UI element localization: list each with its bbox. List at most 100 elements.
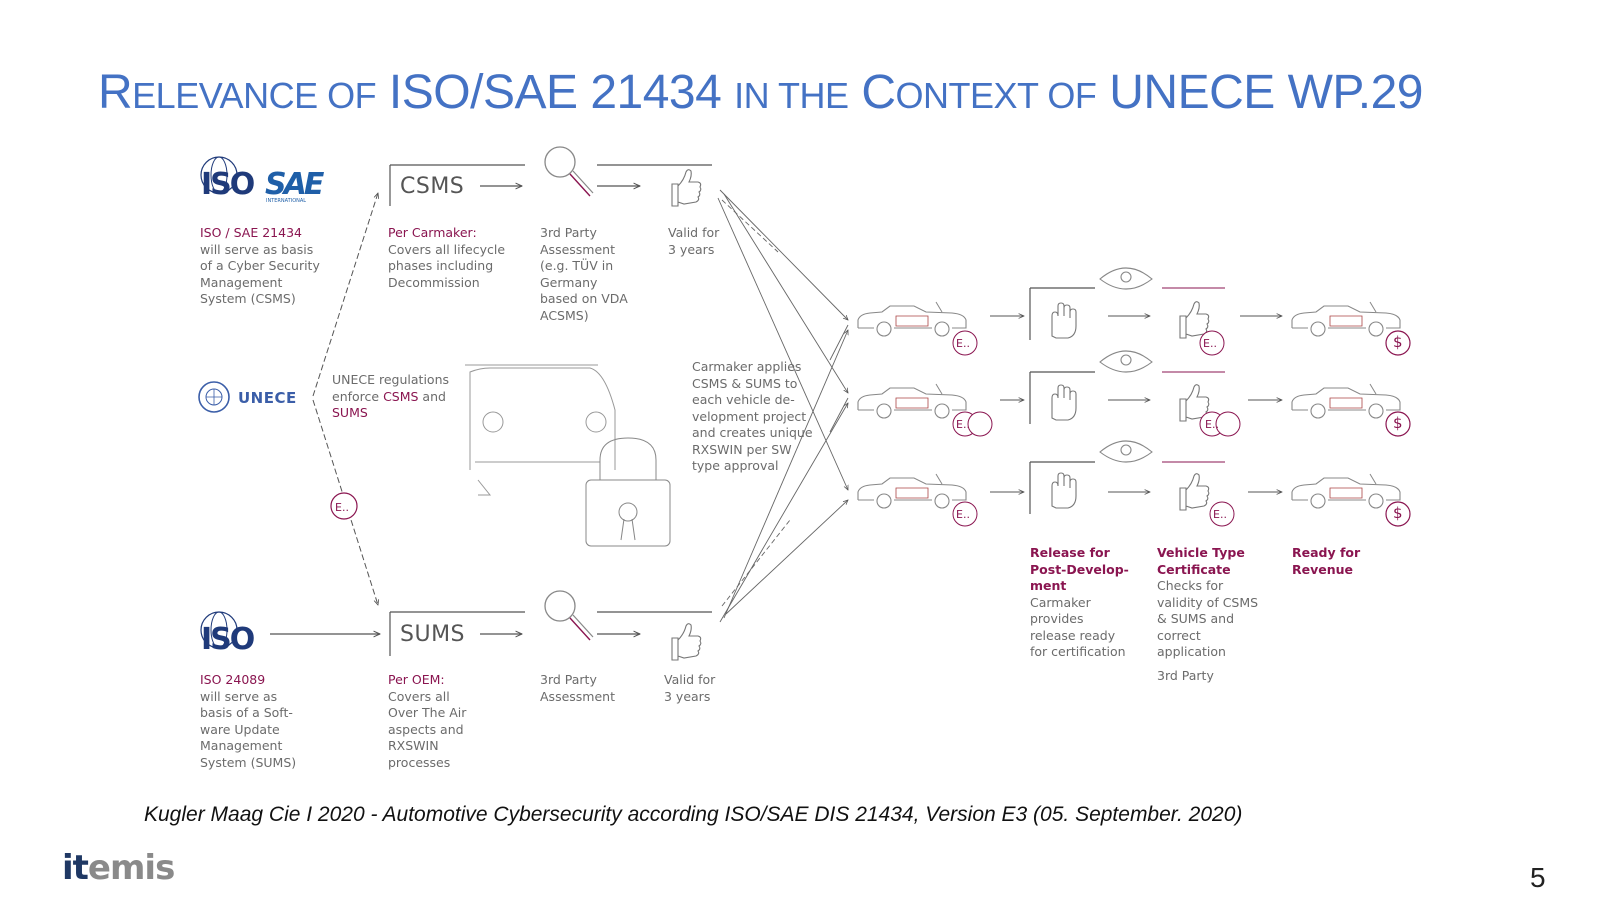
- csms-valid-line: 3 years: [668, 241, 715, 257]
- sums-desc-line: Over The Air: [388, 705, 467, 720]
- iso-bottom-logo: ISO: [201, 622, 255, 657]
- title-part: C: [861, 66, 896, 119]
- sums-assessment-line: 3rd Party: [540, 672, 597, 687]
- dollar-icon: $: [1393, 504, 1403, 522]
- unece-sums: SUMS: [332, 405, 368, 420]
- sums-desc-line: Covers all: [388, 688, 450, 704]
- e-mark-text: E..: [1203, 337, 1217, 350]
- logo-part: it: [62, 848, 89, 888]
- sums-label: SUMS: [400, 622, 466, 647]
- carmaker-line: each vehicle de-: [692, 392, 795, 407]
- vehicle-type-line: Checks for: [1157, 578, 1224, 593]
- ready-line: Revenue: [1292, 561, 1354, 577]
- carmaker-line: type approval: [692, 458, 779, 473]
- carmaker-line: and creates unique: [692, 425, 813, 440]
- unece-line: UNECE regulations: [332, 372, 449, 387]
- csms-label: CSMS: [400, 174, 465, 199]
- iso21434-line: will serve as basis: [200, 241, 314, 257]
- csms-assessment-line: Germany: [540, 274, 598, 290]
- csms-assessment: 3rd Party Assessment (e.g. TÜV in German…: [540, 225, 628, 324]
- carmaker-line: velopment project: [692, 408, 807, 424]
- csms-desc-line: Decommission: [388, 274, 480, 290]
- sums-desc: Per OEM: Covers all Over The Air aspects…: [388, 672, 466, 771]
- sae-logo-sub: INTERNATIONAL: [266, 198, 307, 204]
- csms-valid-line: Valid for: [668, 225, 720, 240]
- release-line: Post-Develop-: [1030, 561, 1129, 577]
- csms-magnifier-icon: [544, 146, 594, 197]
- sums-desc-line: Per OEM:: [388, 672, 445, 687]
- csms-desc-line: phases including: [388, 258, 494, 273]
- iso24089-line: System (SUMS): [200, 754, 297, 770]
- sums-desc-line: aspects and: [388, 721, 464, 737]
- vehicle-type-line: Vehicle Type: [1157, 545, 1245, 560]
- page-number: 5: [1530, 862, 1546, 893]
- iso24089-line: will serve as: [200, 688, 278, 704]
- title-part: IN THE: [734, 75, 849, 116]
- e-mark-text: E..: [1205, 418, 1219, 431]
- unece-text: UNECE regulations enforce CSMS and SUMS: [332, 372, 449, 422]
- iso21434-line: System (CSMS): [200, 291, 296, 306]
- release-line: Carmaker: [1030, 594, 1091, 610]
- e-mark-text: E..: [956, 418, 970, 431]
- slide-title: RELEVANCE OF ISO/SAE 21434 IN THE CONTEX…: [98, 64, 1478, 125]
- sae-logo: SAE: [265, 167, 324, 202]
- e-mark-left-badge: [330, 492, 358, 520]
- e-mark-text: E..: [1213, 508, 1227, 521]
- title-part: UNECE WP.29: [1109, 66, 1423, 119]
- title-part: ELEVANCE OF: [132, 75, 377, 116]
- iso24089-line: basis of a Soft-: [200, 705, 293, 720]
- vehicle-row-3: [857, 440, 1411, 527]
- release-line: ment: [1030, 578, 1067, 593]
- csms-box: [389, 164, 712, 206]
- csms-assessment-line: Assessment: [540, 241, 615, 257]
- csms-desc: Per Carmaker: Covers all lifecycle phase…: [388, 225, 505, 291]
- sums-thumbs-up-icon: [671, 623, 702, 661]
- csms-desc-line: Covers all lifecycle: [388, 241, 506, 257]
- sums-valid-line: 3 years: [664, 688, 711, 704]
- sums-valid-line: Valid for: [664, 672, 716, 687]
- source-caption: Kugler Maag Cie I 2020 - Automotive Cybe…: [144, 803, 1243, 826]
- iso24089-line: ware Update: [200, 721, 280, 737]
- e-mark-left-text: E..: [335, 501, 349, 514]
- iso-globe-icon: [200, 156, 238, 194]
- release-line: release ready: [1030, 627, 1116, 643]
- carmaker-line: Carmaker applies: [692, 359, 802, 374]
- vehicle-row-1: [857, 267, 1411, 356]
- dollar-icon: $: [1393, 333, 1403, 351]
- sums-desc-line: processes: [388, 754, 451, 770]
- vehicle-type-line: validity of CSMS: [1157, 594, 1259, 610]
- vehicle-row-2: [857, 350, 1411, 437]
- release-line: provides: [1030, 611, 1084, 626]
- vehicle-type-line: application: [1157, 644, 1226, 659]
- fan-arrows: [717, 189, 848, 623]
- csms-assessment-line: 3rd Party: [540, 225, 597, 240]
- unece-line: and: [418, 388, 446, 404]
- vehicle-type-line: correct: [1157, 627, 1201, 643]
- e-mark-text: E..: [956, 337, 970, 350]
- iso21434-line: ISO / SAE 21434: [200, 225, 302, 240]
- vehicle-type-third-party: 3rd Party: [1157, 668, 1214, 683]
- release-line: for certification: [1030, 644, 1126, 659]
- csms-assessment-line: based on VDA: [540, 291, 628, 306]
- vehicle-type-line: Certificate: [1157, 561, 1231, 577]
- title-part: R: [98, 66, 133, 119]
- ready-text: Ready for Revenue: [1292, 545, 1360, 578]
- title-part: ONTEXT OF: [895, 75, 1097, 116]
- title-part: ISO/SAE 21434: [388, 66, 722, 119]
- un-emblem-icon: [198, 381, 230, 413]
- sums-assessment-line: Assessment: [540, 688, 615, 704]
- sums-valid: Valid for 3 years: [664, 672, 715, 705]
- iso24089-line: ISO 24089: [200, 672, 266, 687]
- csms-valid: Valid for 3 years: [668, 225, 719, 258]
- iso24089-line: Management: [200, 738, 283, 753]
- iso-logo: ISO: [201, 167, 255, 202]
- carmaker-line: CSMS & SUMS to: [692, 375, 798, 391]
- iso21434-text: ISO / SAE 21434 will serve as basis of a…: [200, 225, 320, 308]
- iso24089-text: ISO 24089 will serve as basis of a Soft-…: [200, 672, 296, 771]
- sums-magnifier-icon: [544, 590, 594, 641]
- vehicle-type-line: & SUMS and: [1157, 611, 1235, 626]
- iso21434-line: of a Cyber Security: [200, 258, 320, 273]
- sums-desc-line: RXSWIN: [388, 738, 439, 753]
- release-text: Release for Post-Develop- ment Carmaker …: [1030, 545, 1129, 661]
